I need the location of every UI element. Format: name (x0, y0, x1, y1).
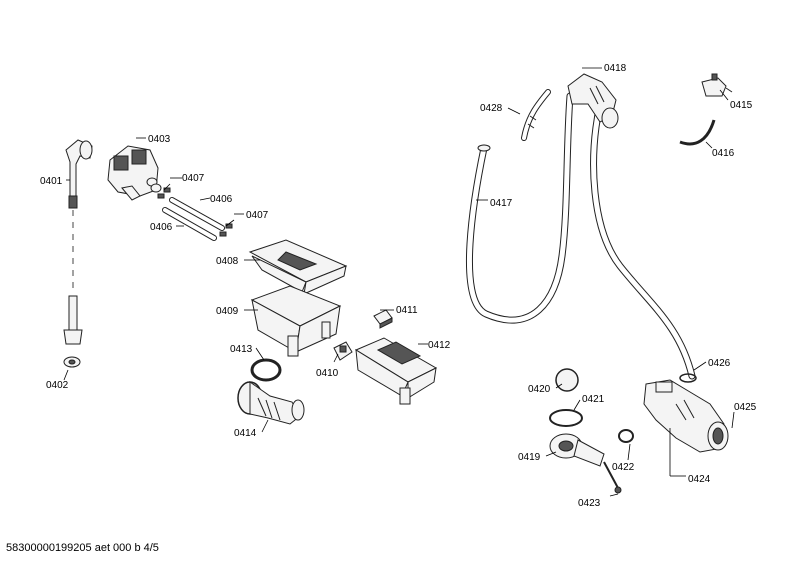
part-0408-dispenser-cover (248, 239, 348, 295)
label-0415: 0415 (730, 100, 753, 111)
label-0424: 0424 (688, 474, 711, 485)
part-0420-cap (555, 368, 579, 392)
part-0423-screw (603, 461, 622, 494)
label-0421: 0421 (582, 394, 605, 405)
label-0402: 0402 (46, 380, 69, 391)
part-number-labels: 0401 0402 0403 0407 0406 0406 0407 0408 … (40, 63, 757, 509)
label-0412: 0412 (428, 340, 451, 351)
part-0402-hose-nut (63, 356, 81, 368)
part-0403-inlet-valve (107, 145, 162, 201)
label-0410: 0410 (316, 368, 339, 379)
label-0406-top: 0406 (210, 194, 233, 205)
part-0419-filter-housing (549, 433, 605, 467)
label-0425: 0425 (734, 402, 757, 413)
label-0416: 0416 (712, 148, 735, 159)
label-0414: 0414 (234, 428, 257, 439)
label-0409: 0409 (216, 306, 239, 317)
label-0423: 0423 (578, 498, 601, 509)
label-0426: 0426 (708, 358, 731, 369)
part-0410-clip (333, 341, 353, 361)
part-0414-bellows-hose (237, 381, 305, 425)
label-0418: 0418 (604, 63, 627, 74)
label-0413: 0413 (230, 344, 253, 355)
part-0416-pressure-tube (679, 119, 716, 146)
label-0406-bottom: 0406 (150, 222, 173, 233)
part-0412-detergent-drawer (354, 337, 438, 405)
document-reference-footer: 58300000199205 aet 000 b 4/5 (6, 542, 159, 554)
label-0403: 0403 (148, 134, 171, 145)
label-0422: 0422 (612, 462, 635, 473)
part-0421-hose-clamp (549, 409, 583, 427)
part-0411-insert (373, 309, 393, 329)
label-0407-top: 0407 (182, 173, 205, 184)
part-0401-inlet-hose (63, 139, 93, 345)
part-0413-seal-ring (250, 358, 282, 382)
label-0420: 0420 (528, 384, 551, 395)
part-0417-drain-hose (465, 92, 574, 324)
label-0401: 0401 (40, 176, 63, 187)
label-0428: 0428 (480, 103, 503, 114)
label-0408: 0408 (216, 256, 239, 267)
part-0424-0425-drain-pump (643, 379, 729, 453)
part-0426-clamp (679, 373, 697, 383)
part-0415-pressure-switch (701, 73, 733, 97)
label-0417: 0417 (490, 198, 513, 209)
part-0409-dispenser-housing (250, 285, 342, 357)
part-0428-tube (521, 89, 551, 141)
label-0407-bottom: 0407 (246, 210, 269, 221)
part-0422-clamp (618, 429, 634, 443)
label-0419: 0419 (518, 452, 541, 463)
label-0411: 0411 (396, 305, 418, 316)
part-0418-pump-hose (567, 73, 696, 380)
leader-lines (63, 67, 735, 497)
